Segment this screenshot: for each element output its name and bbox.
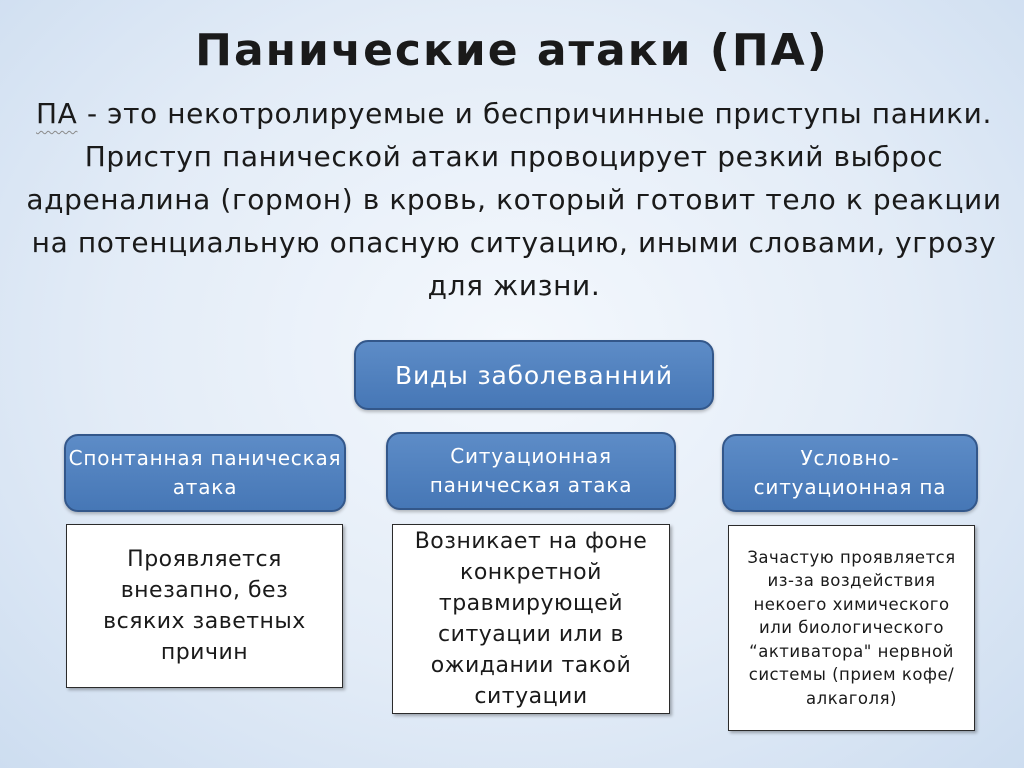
description-text: Возникает на фоне конкретной травмирующе… bbox=[414, 529, 648, 709]
slide-title: Панические атаки (ПА) bbox=[195, 25, 829, 76]
intro-text: - это некотролируемые и беспричинные при… bbox=[26, 97, 1002, 302]
category-conditional-situational: Условно-ситуационная па bbox=[722, 434, 978, 512]
root-node-label: Виды заболеванний bbox=[395, 360, 673, 390]
category-label: Ситуационная паническая атака bbox=[429, 444, 633, 497]
description-box-situational: Возникает на фоне конкретной травмирующе… bbox=[392, 524, 670, 714]
intro-abbreviation: ПА bbox=[36, 97, 78, 130]
description-box-spontaneous: Проявляется внезапно, без всяких заветны… bbox=[66, 524, 343, 688]
description-text: Зачастую проявляется из-за воздействия н… bbox=[747, 547, 956, 708]
root-node-disease-types: Виды заболеванний bbox=[354, 340, 714, 410]
description-box-conditional-situational: Зачастую проявляется из-за воздействия н… bbox=[728, 525, 975, 731]
category-spontaneous: Спонтанная паническая атака bbox=[64, 434, 346, 512]
category-label: Спонтанная паническая атака bbox=[68, 446, 342, 499]
description-text: Проявляется внезапно, без всяких заветны… bbox=[103, 547, 306, 665]
intro-paragraph: ПА - это некотролируемые и беспричинные … bbox=[14, 92, 1014, 307]
category-situational: Ситуационная паническая атака bbox=[386, 432, 676, 510]
category-label: Условно-ситуационная па bbox=[753, 446, 947, 499]
